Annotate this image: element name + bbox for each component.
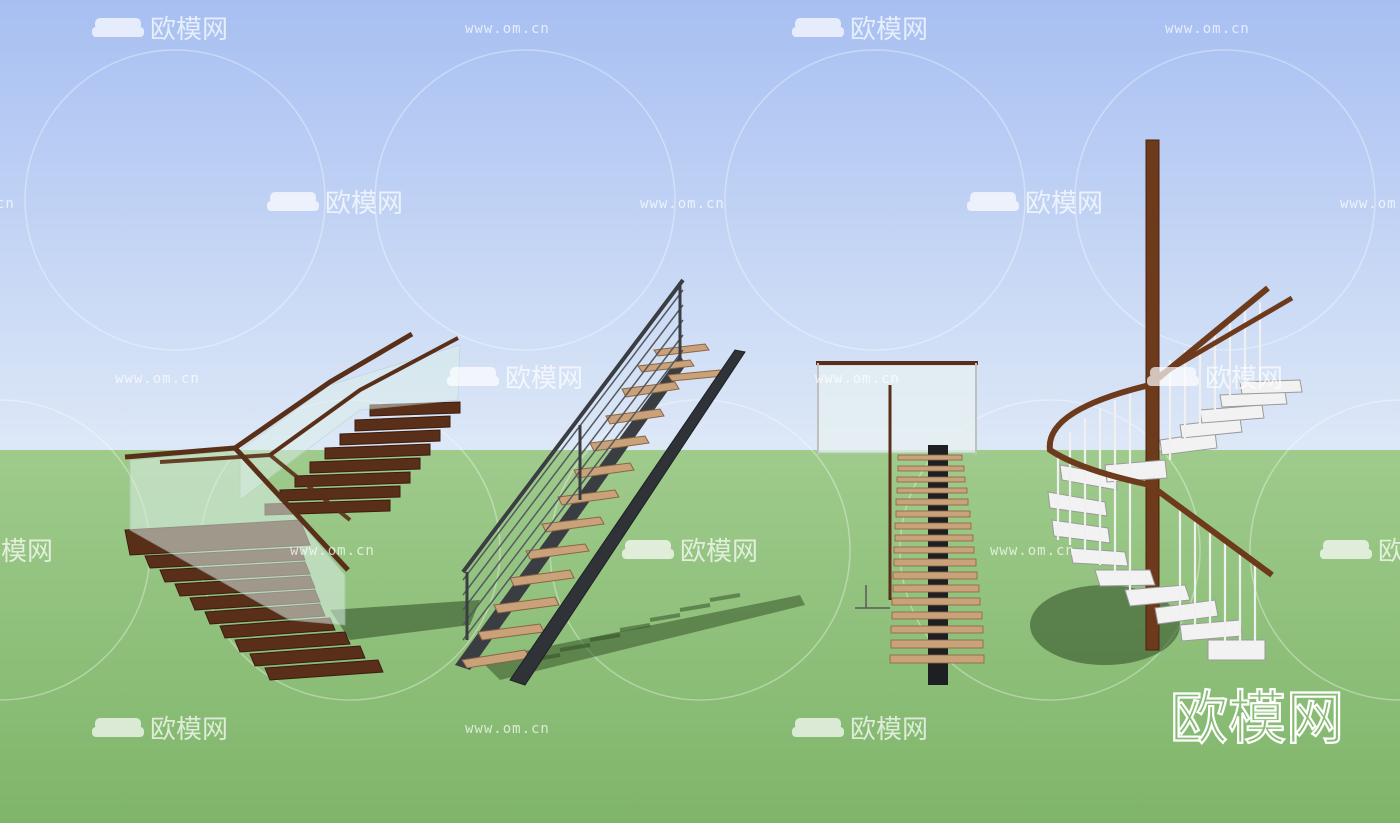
- watermark-brand: 欧模网: [850, 15, 928, 45]
- watermark-brand: 欧模网: [680, 537, 758, 567]
- sofa-logo-icon: [92, 18, 1372, 737]
- watermark-brand: 欧模网: [1205, 364, 1283, 394]
- spiral-staircase: [1030, 139, 1303, 665]
- watermark-url: www.om.cn: [465, 21, 550, 37]
- watermark-brand: 欧模网: [850, 715, 928, 745]
- watermark-url: www.om.cn: [290, 543, 375, 559]
- watermark-brand: 欧模网: [325, 189, 403, 219]
- watermark-url: www.om.cn: [115, 371, 200, 387]
- brand-mark: 欧模网: [1170, 684, 1344, 752]
- watermark-url: www.om.cn: [815, 371, 900, 387]
- steel-straight-staircase: [455, 278, 805, 686]
- watermark-url: www.om.cn: [1340, 196, 1400, 212]
- watermark-layer: 欧模网 www.om.cn 欧模网 www.om.cn www.om.cn 欧模…: [0, 15, 1400, 745]
- watermark-brand: 欧模网: [1025, 189, 1103, 219]
- l-shaped-glass-staircase: [124, 331, 480, 681]
- spine-straight-staircase: [816, 361, 985, 685]
- watermark-url: www.om.cn: [1165, 21, 1250, 37]
- watermark-url: www.om.cn: [640, 196, 725, 212]
- watermark-brand: 欧模网: [150, 715, 228, 745]
- watermark-brand: 欧模网: [505, 364, 583, 394]
- watermark-brand: 欧模网: [1378, 537, 1400, 567]
- watermark-brand: 欧模网: [150, 15, 228, 45]
- watermark-url: www.om.cn: [990, 543, 1075, 559]
- watermark-brand: 欧模网: [0, 537, 53, 567]
- watermark-url: www.om.cn: [465, 721, 550, 737]
- watermark-url: www.om.cn: [0, 196, 15, 212]
